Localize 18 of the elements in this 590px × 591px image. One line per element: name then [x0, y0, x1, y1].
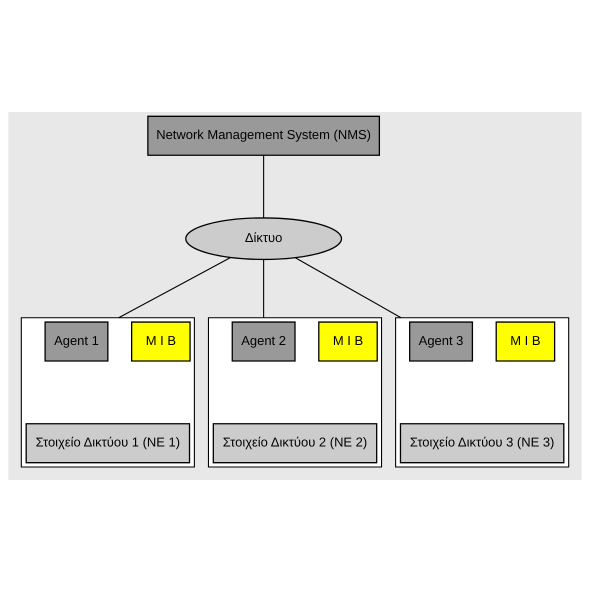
- connector: [263, 259, 264, 318]
- node-box: Agent 2: [232, 320, 296, 362]
- node-box: M I B: [318, 320, 378, 362]
- node-box: M I B: [496, 320, 556, 362]
- cluster: [208, 316, 382, 468]
- connector: [118, 256, 231, 318]
- node-box: M I B: [131, 320, 191, 362]
- connector: [295, 256, 402, 318]
- node-box: Agent 1: [44, 320, 108, 362]
- cluster: [20, 316, 195, 468]
- node-box: Network Management System (NMS): [147, 115, 380, 156]
- node-box: Στοιχείο Δικτύου 3 (NE 3): [400, 422, 564, 463]
- node-box: Στοιχείο Δικτύου 1 (NE 1): [26, 422, 190, 463]
- node-ellipse: Δίκτυο: [185, 216, 342, 260]
- connector: [263, 154, 264, 218]
- node-box: Agent 3: [409, 320, 474, 362]
- cluster: [395, 316, 570, 468]
- node-box: Στοιχείο Δικτύου 2 (NE 2): [212, 422, 378, 463]
